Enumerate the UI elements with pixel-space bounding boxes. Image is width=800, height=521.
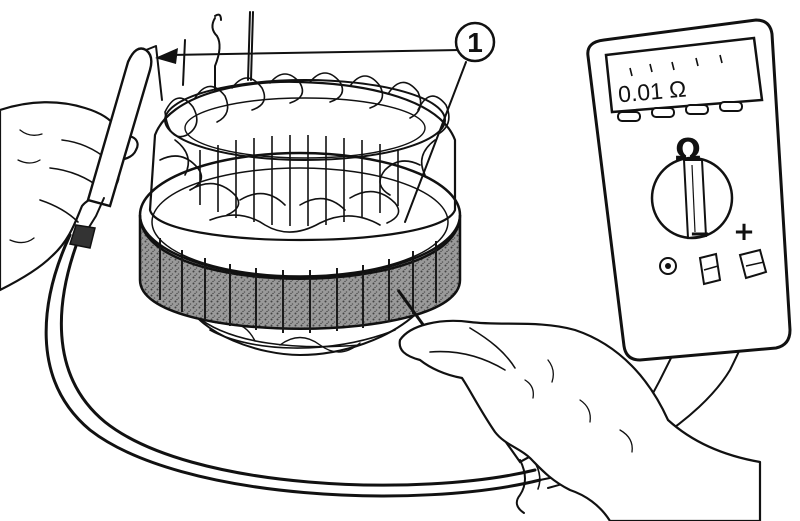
meter-buttons xyxy=(617,101,743,122)
callout-1: 1 xyxy=(454,21,496,63)
meter-rotary-dial xyxy=(650,156,734,240)
meter-display: 0.01 Ω xyxy=(604,36,764,114)
meter-reading: 0.01 Ω xyxy=(617,75,687,107)
minus-terminal-label: − xyxy=(689,219,711,249)
stator-coil xyxy=(138,11,462,356)
plus-terminal-label: + xyxy=(733,217,755,247)
left-probe xyxy=(69,45,163,249)
right-hand xyxy=(398,319,762,521)
callout-leader-lines xyxy=(155,48,467,223)
meter-plugs xyxy=(698,248,768,286)
callout-number: 1 xyxy=(467,27,483,58)
stator-core xyxy=(138,214,462,330)
multimeter: 0.01 Ω Ω − + xyxy=(586,18,792,362)
